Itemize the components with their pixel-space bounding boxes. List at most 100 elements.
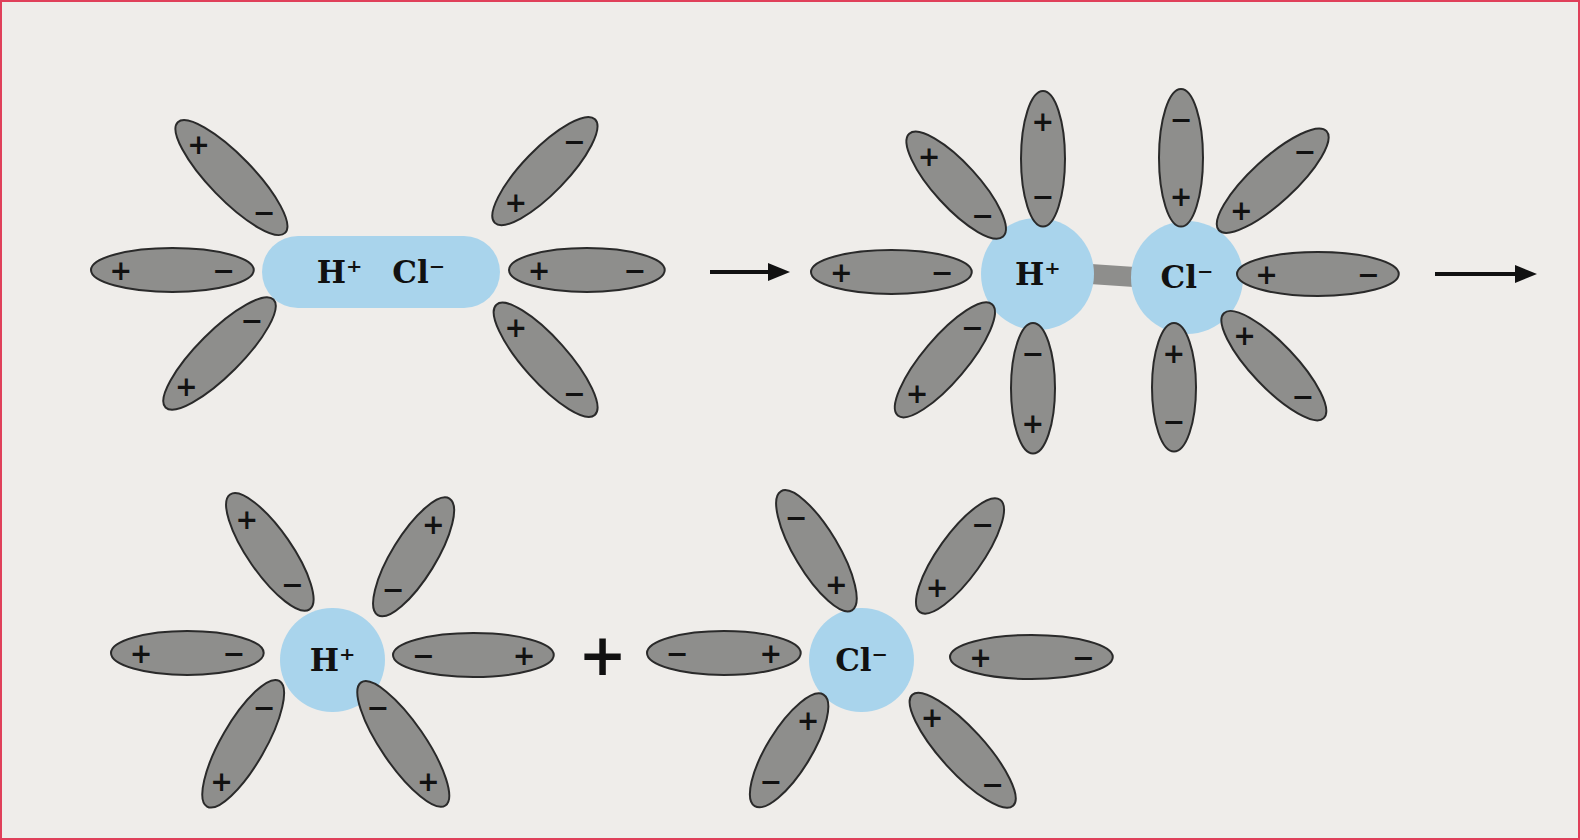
dipole-ellipse (343, 670, 464, 818)
charge-minus: − (212, 257, 235, 284)
water-dipole: +− (1234, 249, 1402, 299)
dipole-ellipse (188, 670, 298, 818)
charge-plus: + (918, 143, 941, 170)
charge-minus: − (981, 770, 1004, 797)
charge-plus: + (505, 314, 528, 341)
charge-plus: + (175, 372, 198, 399)
ion-pair: H⁺Cl⁻ (262, 236, 500, 309)
charge-minus: − (382, 576, 405, 603)
water-dipole: +− (893, 677, 1032, 823)
water-dipole: +− (356, 484, 471, 630)
charge-minus: − (961, 314, 984, 341)
charge-minus: − (563, 128, 586, 155)
charge-plus: + (1032, 107, 1055, 134)
charge-minus: − (624, 257, 647, 284)
charge-minus: − (241, 307, 264, 334)
charge-plus: + (926, 574, 949, 601)
charge-minus: − (760, 767, 783, 794)
water-dipole: +− (185, 667, 301, 821)
charge-minus: − (1022, 339, 1045, 366)
water-dipole: +− (1018, 88, 1068, 230)
dipole-shape (209, 479, 331, 625)
dipole-ellipse (111, 631, 264, 675)
charge-minus: − (563, 379, 586, 406)
dipole-ellipse (902, 487, 1018, 625)
water-dipole: +− (1201, 112, 1344, 249)
water-dipole: +− (759, 477, 874, 625)
charge-plus: + (1233, 321, 1256, 348)
charge-minus: − (1294, 138, 1317, 165)
charge-plus: + (1230, 196, 1253, 223)
water-dipole: +− (1008, 320, 1058, 457)
ion-symbol: H⁺ (317, 254, 363, 290)
charge-plus: + (236, 505, 259, 532)
dipole-ellipse (162, 107, 301, 248)
ion-symbol: H⁺ (1015, 256, 1061, 292)
dipole-shape (890, 116, 1022, 254)
water-dipole: +− (733, 680, 845, 821)
charge-plus: + (1163, 339, 1186, 366)
charge-plus: + (187, 131, 210, 158)
charge-plus: + (422, 510, 445, 537)
charge-plus: + (1022, 410, 1045, 437)
water-dipole: +− (808, 247, 975, 297)
water-dipole: +− (506, 245, 668, 295)
charge-plus: + (130, 639, 153, 666)
charge-minus: − (253, 694, 276, 721)
charge-minus: − (1170, 105, 1193, 132)
dipole-shape (340, 667, 467, 821)
charge-plus: + (921, 704, 944, 731)
dipole-ellipse (881, 290, 1009, 430)
water-dipole: +− (340, 667, 467, 821)
bond-bridge (1090, 274, 1134, 277)
charge-minus: − (1357, 261, 1380, 288)
water-dipole: +− (947, 632, 1116, 682)
dipole-shape (476, 101, 614, 241)
water-dipole: +− (390, 630, 557, 680)
water-dipole: +− (147, 281, 292, 426)
dipole-ellipse (1208, 298, 1340, 433)
charge-minus: − (412, 641, 435, 668)
dipole-shape (893, 677, 1032, 823)
dipole-ellipse (762, 480, 871, 622)
water-dipole: +− (1149, 320, 1199, 455)
dipole-shape (477, 287, 614, 433)
dipole-shape (1205, 295, 1343, 436)
charge-plus: + (760, 639, 783, 666)
dipole-ellipse (359, 487, 468, 627)
water-dipole: +− (878, 287, 1012, 433)
charge-plus: + (417, 767, 440, 794)
charge-plus: + (797, 707, 820, 734)
dipole-shape (733, 680, 845, 821)
dipole-ellipse (150, 284, 289, 423)
dipole-shape (159, 104, 304, 251)
charge-plus: + (110, 257, 133, 284)
charge-plus: + (830, 259, 853, 286)
charge-minus: − (785, 503, 808, 530)
dipole-ellipse (393, 633, 554, 677)
charge-minus: − (1292, 382, 1315, 409)
water-dipole: +− (159, 104, 304, 251)
dipole-ellipse (212, 482, 328, 622)
dipole-ellipse (811, 250, 972, 294)
dipole-ellipse (1021, 91, 1065, 227)
charge-minus: − (367, 694, 390, 721)
dipole-shape (147, 281, 292, 426)
charge-minus: − (971, 510, 994, 537)
water-dipole: +− (477, 287, 614, 433)
dipole-ellipse (1152, 323, 1196, 452)
charge-minus: − (931, 259, 954, 286)
charge-plus: + (1170, 183, 1193, 210)
dipole-ellipse (1011, 323, 1055, 454)
water-dipole: +− (209, 479, 331, 625)
dipole-shape (759, 477, 874, 625)
water-dipole: +− (899, 484, 1021, 628)
ion-symbol: Cl⁻ (835, 642, 888, 678)
dipole-ellipse (647, 631, 801, 675)
charge-minus: − (222, 639, 245, 666)
dipole-ellipse (950, 635, 1113, 679)
dipole-shape (1201, 112, 1344, 249)
water-dipole: +− (890, 116, 1022, 254)
charge-minus: − (1163, 408, 1186, 435)
dipole-ellipse (509, 248, 665, 292)
